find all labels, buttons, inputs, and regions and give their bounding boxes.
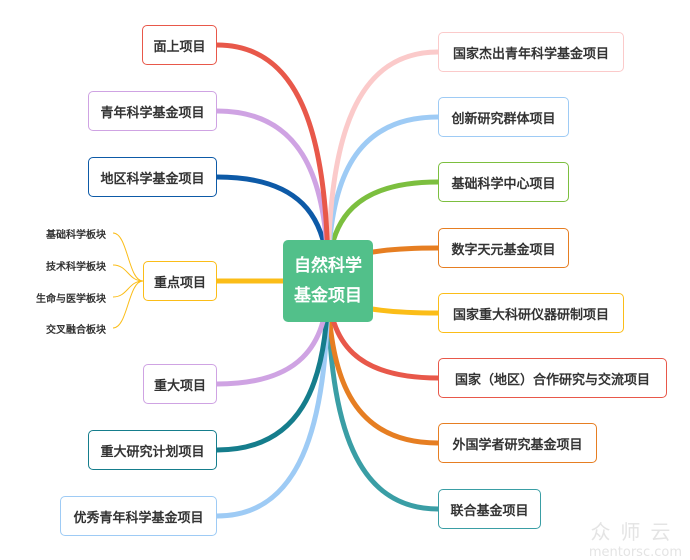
right-node-joint-fund[interactable]: 联合基金项目 [438, 489, 541, 529]
sub-item[interactable]: 基础科学板块 [46, 230, 106, 241]
sub-item[interactable]: 生命与医学板块 [36, 294, 106, 305]
left-node-key[interactable]: 重点项目 [143, 261, 217, 301]
sub-item[interactable]: 交叉融合板块 [46, 325, 106, 336]
right-node-distinguished-youth[interactable]: 国家杰出青年科学基金项目 [438, 32, 624, 72]
right-branch-line [325, 49, 441, 284]
watermark-cn: 众师云 [590, 520, 681, 544]
central-topic[interactable]: 自然科学 基金项目 [283, 240, 373, 322]
right-node-tianyuan-fund[interactable]: 数字天元基金项目 [438, 228, 569, 268]
sub-bracket [112, 232, 144, 329]
right-node-innovation-group[interactable]: 创新研究群体项目 [438, 97, 569, 137]
sub-item[interactable]: 技术科学板块 [46, 262, 106, 273]
left-node-excellent-youth[interactable]: 优秀青年科学基金项目 [60, 496, 217, 536]
left-node-major-research-plan[interactable]: 重大研究计划项目 [88, 430, 217, 470]
left-node-major[interactable]: 重大项目 [143, 364, 217, 404]
central-topic-line1: 自然科学 [294, 256, 362, 276]
left-branch-line [214, 42, 331, 284]
right-node-instrument[interactable]: 国家重大科研仪器研制项目 [438, 293, 624, 333]
watermark-en: mentorsc.com [588, 545, 682, 560]
left-node-general[interactable]: 面上项目 [142, 25, 217, 65]
right-node-foreign-scholar[interactable]: 外国学者研究基金项目 [438, 423, 597, 463]
watermark-logo: 众师云 mentorsc.com [589, 516, 682, 560]
central-topic-line2: 基金项目 [294, 286, 362, 306]
right-node-basic-science-center[interactable]: 基础科学中心项目 [438, 162, 569, 202]
left-node-regional[interactable]: 地区科学基金项目 [88, 157, 217, 197]
right-node-international-cooperation[interactable]: 国家（地区）合作研究与交流项目 [438, 358, 667, 398]
left-node-youth[interactable]: 青年科学基金项目 [88, 91, 217, 131]
